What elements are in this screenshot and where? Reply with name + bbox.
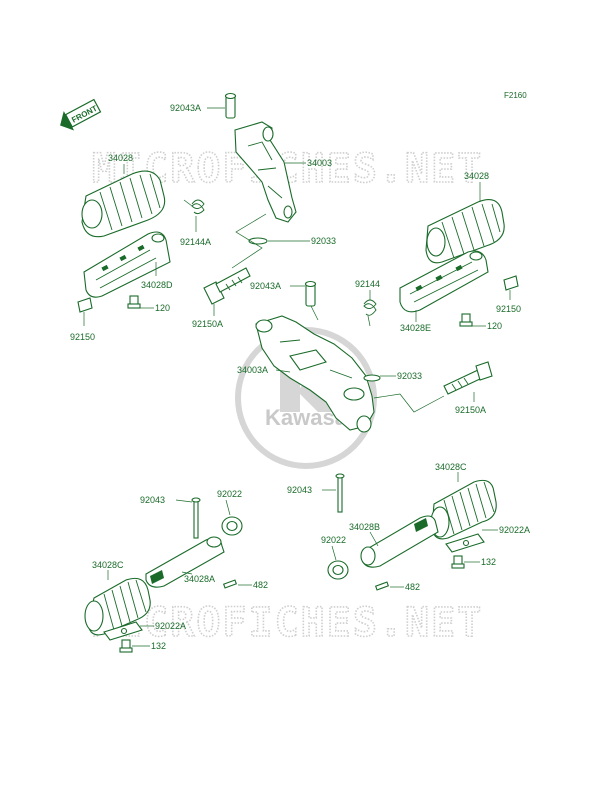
label-120-left: 120 xyxy=(155,303,170,313)
washer-92022-right xyxy=(327,560,349,580)
pin-92043-left xyxy=(191,497,201,539)
bolt-120-right xyxy=(459,313,473,327)
spring-92144a xyxy=(183,199,205,215)
label-34028b: 34028B xyxy=(349,522,380,532)
bolt-92150a-mid xyxy=(443,361,493,395)
bolt-132-left xyxy=(119,639,133,653)
plate-92022a-left xyxy=(103,621,143,641)
step-34028e xyxy=(399,250,489,313)
label-34028-right: 34028 xyxy=(464,171,489,181)
rubber-34028-right xyxy=(425,199,505,264)
label-34003a: 34003A xyxy=(237,365,268,375)
bolt-120-left xyxy=(127,295,141,309)
label-92033-top: 92033 xyxy=(311,236,336,246)
peg-34028b xyxy=(360,515,439,568)
label-34028d: 34028D xyxy=(141,280,173,290)
bolt-92150a-top xyxy=(203,267,251,305)
label-92150-left: 92150 xyxy=(70,332,95,342)
spring-92144 xyxy=(363,299,377,327)
pin-92043a-mid xyxy=(304,280,317,307)
front-arrow-icon: FRONT xyxy=(60,98,102,131)
pin-482-right xyxy=(374,581,390,591)
label-92043-left: 92043 xyxy=(140,495,165,505)
bolt-92150-left xyxy=(77,297,93,313)
rubber-34028c-left xyxy=(84,577,151,636)
washer-92033-mid xyxy=(363,374,381,382)
label-120-right: 120 xyxy=(487,321,502,331)
figure-code: F2160 xyxy=(504,91,527,100)
label-482-left: 482 xyxy=(253,580,268,590)
watermark-bottom: MICROFICHES.NET xyxy=(92,600,483,646)
step-34028d xyxy=(83,231,171,298)
label-34028c-left: 34028C xyxy=(92,560,124,570)
washer-92033-top xyxy=(248,237,268,245)
peg-34028a xyxy=(145,536,225,588)
label-92043a-mid: 92043A xyxy=(250,281,281,291)
rubber-34028-left xyxy=(81,170,166,238)
label-92144: 92144 xyxy=(355,279,380,289)
label-34028c-right: 34028C xyxy=(435,462,467,472)
label-92033-mid: 92033 xyxy=(397,371,422,381)
label-132-left: 132 xyxy=(151,641,166,651)
label-482-right: 482 xyxy=(405,582,420,592)
plate-92022a-right xyxy=(445,533,485,553)
label-34028a: 34028A xyxy=(184,574,215,584)
label-92150a-mid: 92150A xyxy=(455,405,486,415)
bracket-34003a xyxy=(255,315,375,433)
label-92022-left: 92022 xyxy=(217,489,242,499)
label-92150-right: 92150 xyxy=(496,304,521,314)
label-92150a-top: 92150A xyxy=(192,319,223,329)
bolt-132-right xyxy=(451,555,465,569)
label-92043a-top: 92043A xyxy=(170,103,201,113)
washer-92022-left xyxy=(221,516,243,536)
bracket-34003 xyxy=(234,121,297,223)
label-92022-right: 92022 xyxy=(321,535,346,545)
label-92043-right: 92043 xyxy=(287,485,312,495)
label-34028-left: 34028 xyxy=(108,153,133,163)
pin-482-left xyxy=(222,579,238,589)
label-34003: 34003 xyxy=(307,158,332,168)
label-92022a-right: 92022A xyxy=(499,525,530,535)
label-92022a-left: 92022A xyxy=(155,621,186,631)
label-132-right: 132 xyxy=(481,557,496,567)
label-92144a: 92144A xyxy=(180,237,211,247)
label-34028e: 34028E xyxy=(400,323,431,333)
bolt-92150-right xyxy=(503,275,519,291)
pin-92043-right xyxy=(335,473,345,513)
pin-92043a-top xyxy=(224,92,237,119)
